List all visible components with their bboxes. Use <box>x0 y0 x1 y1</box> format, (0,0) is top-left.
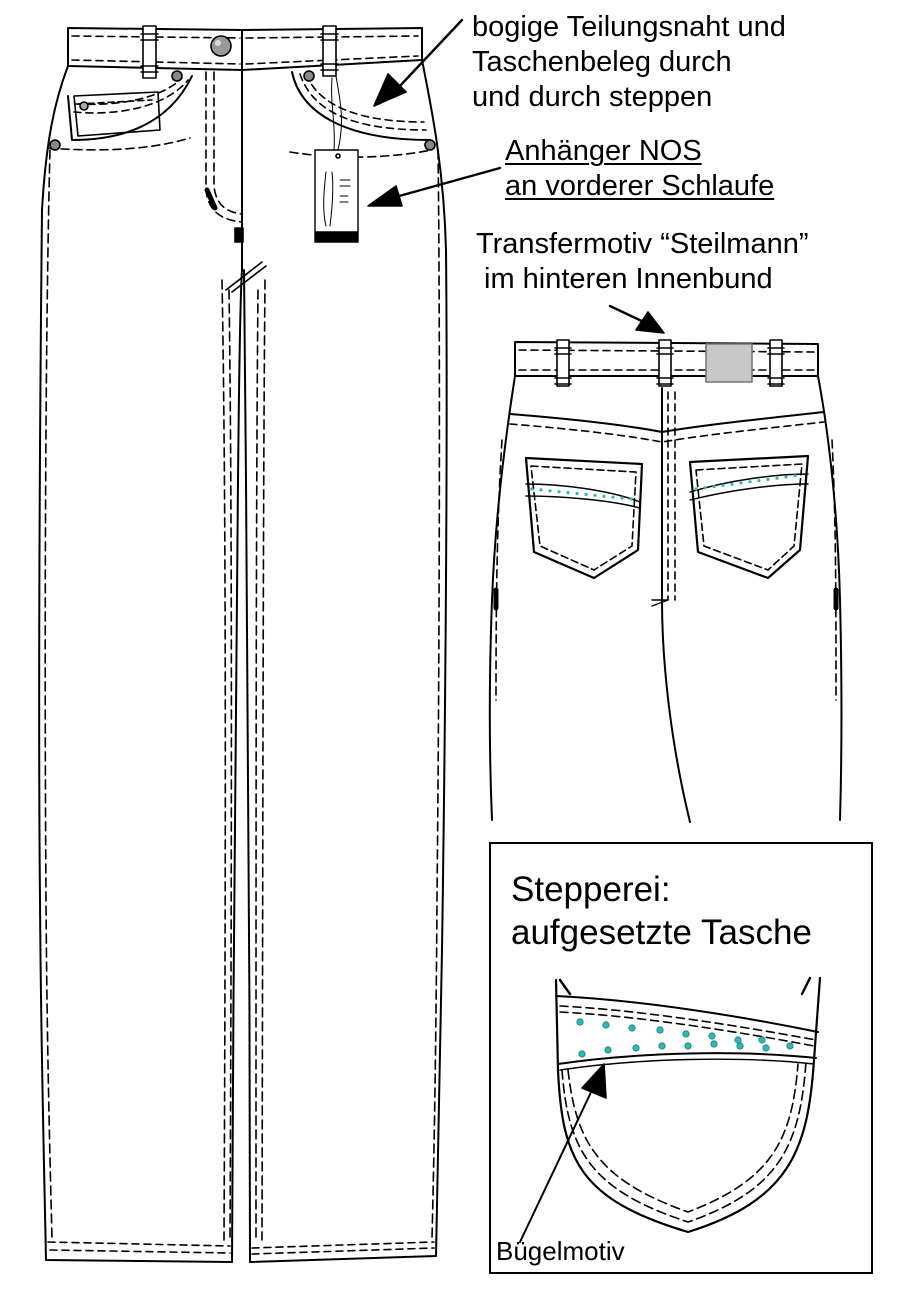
motif-dot <box>708 1032 716 1040</box>
seam-annotation-line-1: bogige Teilungsnaht und <box>472 11 786 43</box>
waistband-button <box>210 35 232 57</box>
annotation-arrows <box>367 18 665 1243</box>
motif-dot <box>757 479 761 483</box>
arrow-motif-head <box>581 1063 607 1099</box>
arrow-transfer-head <box>635 311 665 334</box>
motif-dot <box>602 494 606 498</box>
hang-tag <box>314 75 359 243</box>
motif-dot <box>539 488 543 492</box>
back-silhouette <box>488 375 843 823</box>
motif-dot <box>658 1042 666 1050</box>
arrow-seam-head <box>373 73 407 107</box>
arrow-tag-line <box>390 166 502 200</box>
motif-dot <box>758 1036 766 1044</box>
motif-dot <box>557 490 561 494</box>
seam-annotation-line-2: Taschenbeleg durch <box>472 46 732 78</box>
motif-dot <box>710 1040 718 1048</box>
seam-annotation-line-3: und durch steppen <box>472 81 713 113</box>
arrow-tag-head <box>367 185 403 207</box>
motif-dot <box>566 491 570 495</box>
motif-dot <box>584 492 588 496</box>
front-pocket-left <box>47 70 193 151</box>
motif-dot <box>632 1044 640 1052</box>
front-view <box>38 25 448 1263</box>
motif-dots <box>576 1018 794 1058</box>
motif-dot <box>712 485 716 489</box>
detail-frame <box>489 842 873 1274</box>
motif-dot <box>703 486 707 490</box>
motif-dot <box>593 493 597 497</box>
transfer-annotation: Transfermotiv “Steilmann” im hinteren In… <box>476 227 809 297</box>
motif-dot <box>739 481 743 485</box>
motif-dot <box>575 491 579 496</box>
motif-dot <box>611 495 615 499</box>
front-fly <box>204 71 244 243</box>
motif-dot <box>762 1044 770 1052</box>
detail-title: Stepperei: aufgesetzte Tasche <box>511 868 812 954</box>
transfer-label-patch <box>705 343 753 383</box>
motif-dot <box>602 1021 610 1029</box>
seam-annotation: bogige Teilungsnaht und Taschenbeleg dur… <box>472 10 786 115</box>
transfer-annotation-line-2: im hinteren Innenbund <box>484 263 773 295</box>
tag-annotation-line-1: Anhänger NOS <box>505 135 702 167</box>
motif-dot <box>784 475 788 479</box>
motif-dot <box>682 1030 690 1038</box>
transfer-annotation-line-1: Transfermotiv “Steilmann” <box>476 228 809 260</box>
motif-dot <box>730 482 734 486</box>
arrow-seam-line <box>396 18 464 90</box>
motif-dot <box>578 1050 586 1058</box>
motif-dot <box>656 1026 664 1034</box>
front-pocket-right <box>289 70 436 158</box>
motif-dot <box>604 1046 612 1054</box>
back-pocket-left <box>524 456 644 580</box>
motif-dot <box>748 480 752 484</box>
motif-dot <box>620 496 624 500</box>
arrow-motif-line <box>519 1087 594 1243</box>
motif-dot <box>576 1018 584 1026</box>
tag-annotation-line-2: an vorderer Schlaufe <box>505 170 775 202</box>
motif-dot <box>766 477 770 481</box>
back-pocket-right <box>688 454 810 580</box>
motif-dot <box>684 1042 692 1050</box>
back-view <box>488 339 843 823</box>
motif-dot <box>530 487 534 491</box>
motif-dot <box>628 1024 636 1032</box>
motif-dot <box>629 497 633 501</box>
detail-pocket <box>554 976 822 1234</box>
detail-title-line-2: aufgesetzte Tasche <box>511 913 812 952</box>
motif-dot <box>793 474 797 478</box>
detail-title-line-1: Stepperei: <box>511 870 671 909</box>
motif-label: Bügelmotiv <box>496 1236 625 1266</box>
front-waistband <box>67 27 423 71</box>
tag-annotation: Anhänger NOS an vorderer Schlaufe <box>505 134 774 204</box>
motif-dot <box>775 476 779 480</box>
motif-dot <box>736 1042 744 1050</box>
motif-dot <box>548 489 552 493</box>
motif-dot <box>721 483 725 487</box>
motif-dot <box>786 1042 794 1050</box>
front-belt-loops <box>140 25 339 79</box>
motif-dot <box>694 487 698 491</box>
back-belt-loops <box>554 339 785 387</box>
front-silhouette <box>38 59 448 1263</box>
